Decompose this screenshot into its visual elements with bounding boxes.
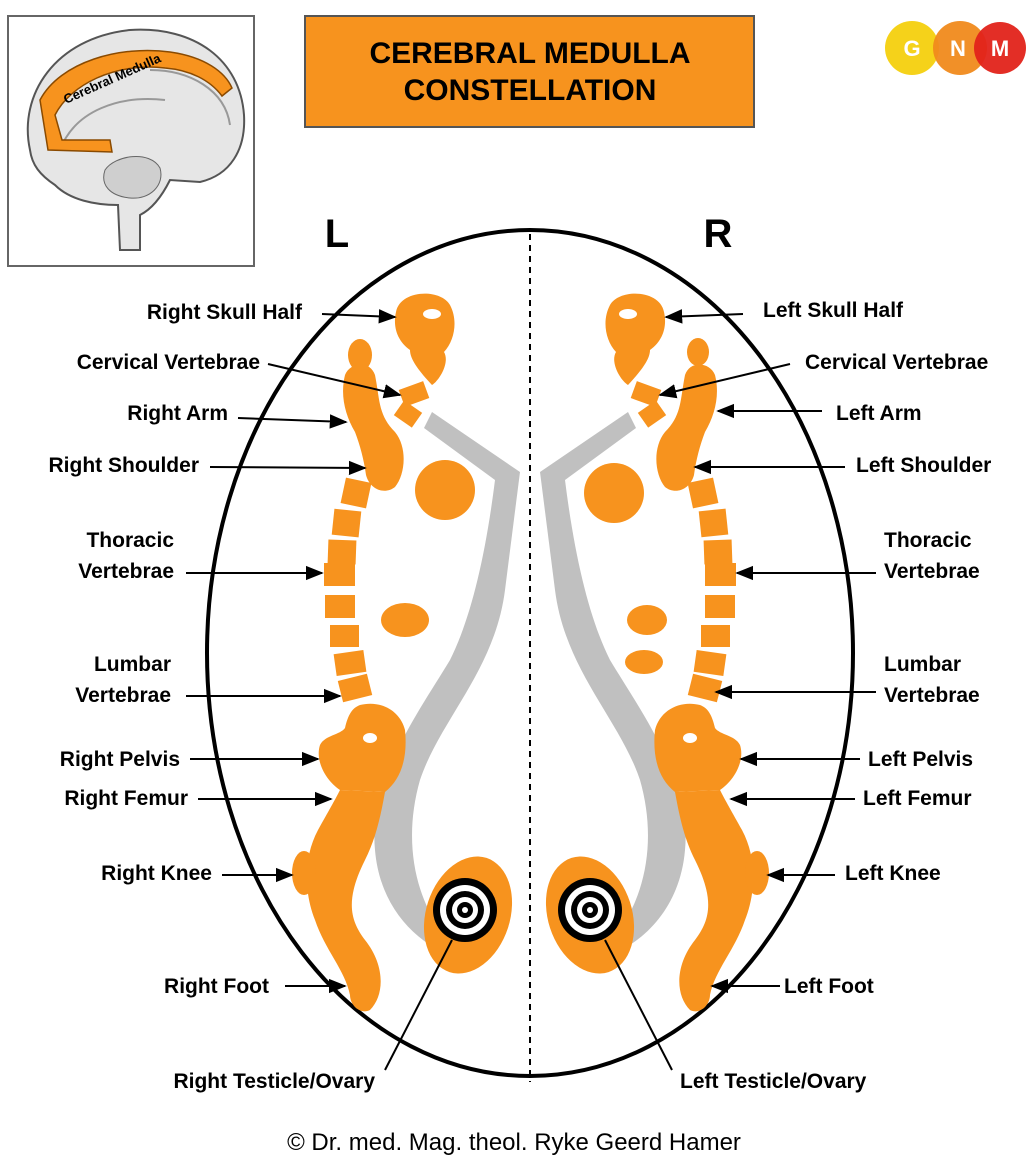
- label-cervical-vertebrae-left: Cervical Vertebrae: [77, 351, 260, 374]
- copyright: © Dr. med. Mag. theol. Ryke Geerd Hamer: [287, 1129, 741, 1156]
- label-left-foot: Left Foot: [784, 975, 874, 998]
- label-left-arm: Left Arm: [836, 402, 922, 425]
- side-label-right: R: [704, 212, 733, 256]
- label-right-femur: Right Femur: [64, 787, 188, 810]
- target-left: [433, 878, 497, 942]
- label-left-shoulder: Left Shoulder: [856, 454, 991, 477]
- logo-letter-m: M: [991, 36, 1009, 61]
- label-thoracic-left-1: Thoracic: [86, 529, 174, 552]
- label-left-pelvis: Left Pelvis: [868, 748, 973, 771]
- gnm-logo: G N M: [885, 21, 1026, 75]
- label-right-shoulder: Right Shoulder: [49, 454, 200, 477]
- knee-right: [745, 851, 769, 895]
- label-lumbar-right-2: Vertebrae: [884, 684, 980, 707]
- side-label-left: L: [325, 212, 349, 256]
- label-thoracic-right-2: Vertebrae: [884, 560, 980, 583]
- label-lumbar-right-1: Lumbar: [884, 653, 961, 676]
- label-thoracic-right-1: Thoracic: [884, 529, 972, 552]
- label-thoracic-left-2: Vertebrae: [78, 560, 174, 583]
- label-right-skull-half: Right Skull Half: [147, 301, 303, 324]
- label-cervical-vertebrae-right: Cervical Vertebrae: [805, 351, 988, 374]
- brain-inset: Cerebral Medulla: [8, 16, 254, 266]
- label-right-knee: Right Knee: [101, 862, 212, 885]
- title-line-1: CEREBRAL MEDULLA: [369, 37, 690, 70]
- knee-left: [292, 851, 316, 895]
- label-lumbar-left-1: Lumbar: [94, 653, 171, 676]
- logo-letter-g: G: [903, 36, 920, 61]
- label-left-femur: Left Femur: [863, 787, 972, 810]
- label-right-pelvis: Right Pelvis: [60, 748, 180, 771]
- title-line-2: CONSTELLATION: [404, 74, 657, 107]
- arm-top-right: [687, 338, 709, 366]
- label-right-arm: Right Arm: [127, 402, 228, 425]
- target-right: [558, 878, 622, 942]
- label-right-foot: Right Foot: [164, 975, 269, 998]
- label-left-knee: Left Knee: [845, 862, 941, 885]
- title-box: CEREBRAL MEDULLA CONSTELLATION: [305, 16, 754, 127]
- label-left-testicle-ovary: Left Testicle/Ovary: [680, 1070, 867, 1093]
- label-right-testicle-ovary: Right Testicle/Ovary: [173, 1070, 375, 1093]
- logo-letter-n: N: [950, 36, 966, 61]
- label-lumbar-left-2: Vertebrae: [75, 684, 171, 707]
- label-left-skull-half: Left Skull Half: [763, 299, 904, 322]
